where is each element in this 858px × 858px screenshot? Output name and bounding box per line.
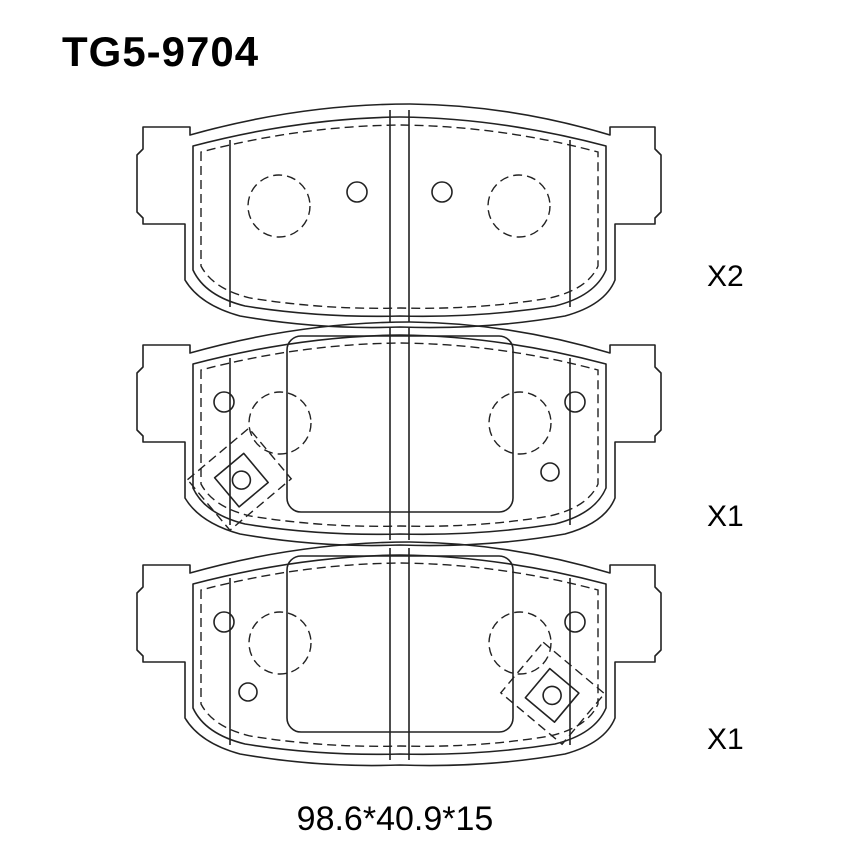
- inner-pad-view-b: [136, 541, 662, 767]
- right-piston-circle: [488, 611, 552, 675]
- outer-pad-view: [136, 103, 662, 329]
- quantity-label: X1: [707, 723, 744, 756]
- lower-pin-hole: [238, 682, 258, 702]
- left-pin-hole: [346, 181, 368, 203]
- quantity-label: X2: [707, 260, 744, 293]
- right-piston-circle: [488, 391, 552, 455]
- inner-pad-view-a: [136, 321, 662, 547]
- left-piston-circle: [248, 391, 312, 455]
- right-piston-circle: [487, 174, 551, 238]
- right-pin-hole: [431, 181, 453, 203]
- left-pin-hole: [213, 611, 235, 633]
- wear-indicator: [499, 641, 606, 746]
- backing-plate-window: [286, 335, 514, 513]
- right-pin-hole: [564, 391, 586, 413]
- left-piston-circle: [247, 174, 311, 238]
- part-number: TG5-9704: [62, 28, 260, 75]
- quantity-label: X1: [707, 500, 744, 533]
- wear-indicator: [186, 427, 293, 532]
- right-pin-hole: [564, 611, 586, 633]
- backing-plate-window: [286, 555, 514, 733]
- left-piston-circle: [248, 611, 312, 675]
- lower-pin-hole: [540, 462, 560, 482]
- left-pin-hole: [213, 391, 235, 413]
- dimensions-label: 98.6*40.9*15: [296, 800, 494, 838]
